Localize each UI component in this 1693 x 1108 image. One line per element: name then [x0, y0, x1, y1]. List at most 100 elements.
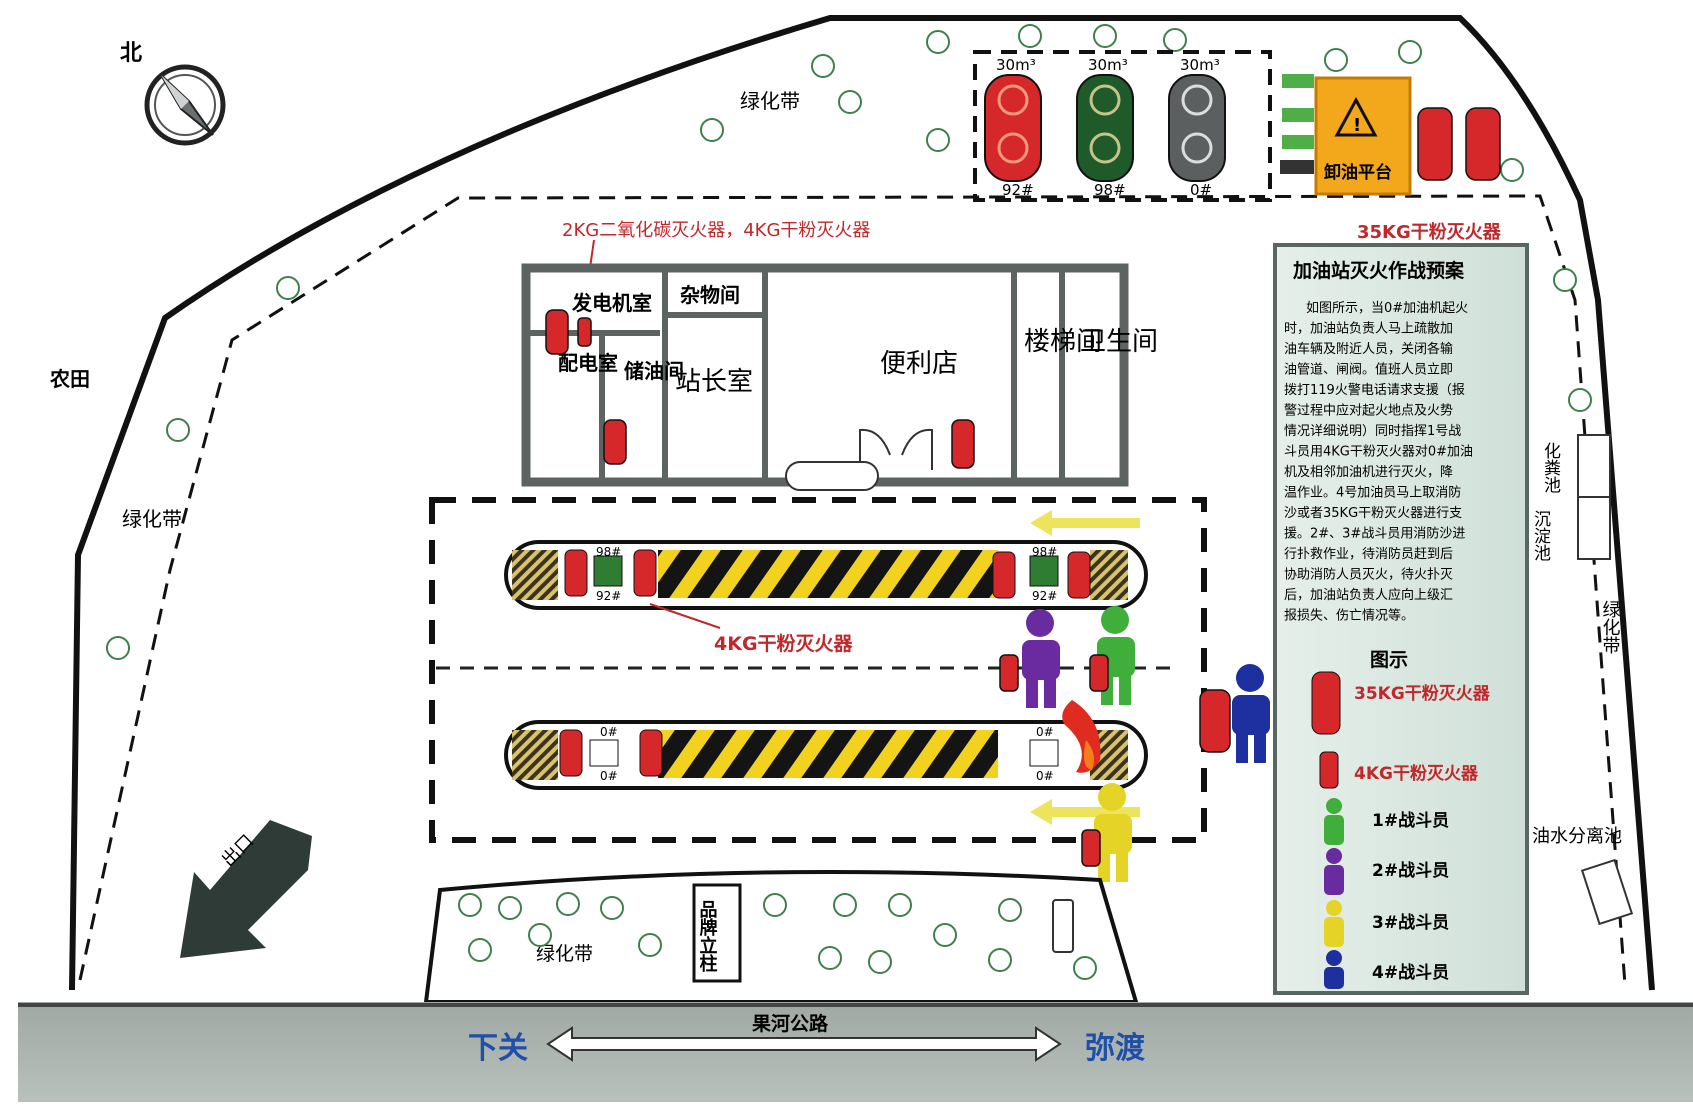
- island-extinguisher-note: 4KG干粉灭火器: [714, 632, 854, 655]
- firefighter-1-icon: [1097, 606, 1135, 705]
- greenbelt-top-label: 绿化带: [740, 89, 800, 113]
- tank-area: [973, 50, 1272, 202]
- pump-label-3: 98#: [1032, 545, 1057, 559]
- fire-plan-line: 报损失、伤亡情况等。: [1284, 608, 1414, 624]
- exit-arrow-icon: [180, 820, 312, 958]
- fire-plan-line: 温作业。4号加油员马上取消防: [1284, 485, 1461, 501]
- highway-name: 果河公路: [751, 1012, 829, 1035]
- legend-firefighter-4: 4#战斗员: [1324, 950, 1449, 989]
- septic-tank: [1577, 434, 1611, 498]
- generator-room: 发电机室: [571, 291, 652, 315]
- farmland-label: 农田: [49, 367, 90, 391]
- legend-firefighter-1: 1#战斗员: [1324, 798, 1449, 845]
- traffic-arrow-bottom: [1030, 799, 1140, 825]
- separator-label: 油水分离池: [1532, 826, 1622, 847]
- fire-plan-line: 警过程中应对起火地点及火势: [1284, 403, 1453, 419]
- fire-plan-title: 加油站灭火作战预案: [1292, 259, 1465, 282]
- pump-label-8: 0#: [1036, 769, 1054, 783]
- fire-plan-line: 后，加油站负责人应向上级汇: [1284, 587, 1453, 603]
- sediment-tank: [1577, 496, 1611, 560]
- site-boundary: [69, 15, 1655, 991]
- sediment-tank-label: 沉淀池: [1530, 510, 1551, 561]
- fire-plan-line: 沙或者35KG干粉灭火器进行支: [1284, 506, 1462, 521]
- fuel-island-bottom: 0# 0# 0# 0#: [504, 720, 1148, 790]
- legend-firefighter-3-label: 3#战斗员: [1372, 913, 1449, 933]
- legend-35kg-label: 35KG干粉灭火器: [1354, 683, 1491, 704]
- pump-label-1: 98#: [596, 545, 621, 559]
- legend-title: 图示: [1370, 649, 1408, 671]
- greenbelt-left-label: 绿化带: [122, 507, 182, 531]
- fire-plan-line: 如图所示，当0#加油机起火: [1306, 300, 1468, 316]
- septic-tank-label: 化粪池: [1540, 442, 1561, 493]
- pump-label-7: 0#: [1036, 725, 1054, 739]
- brand-pillar-label: 品牌立柱: [697, 900, 718, 972]
- unload-platform: [1314, 76, 1412, 196]
- fire-plan-line: 拨打119火警电话请求支援（报: [1284, 382, 1465, 398]
- road-left-destination: 下关: [468, 1031, 528, 1066]
- inner-boundary-dashed: [78, 194, 1627, 986]
- firefighter-2-icon: [1022, 609, 1060, 708]
- tank-92-grade: 92#: [1002, 181, 1034, 199]
- legend-35kg-extinguisher: 35KG干粉灭火器: [1311, 671, 1491, 735]
- warning-icon: !: [1334, 96, 1378, 137]
- tank-0-grade: 0#: [1190, 181, 1212, 199]
- fire-plan-line: 油车辆及附近人员，关闭各输: [1284, 341, 1453, 357]
- fire-plan-line: 机及相邻加油机进行灭火，降: [1284, 465, 1453, 480]
- tank-98-grade: 98#: [1094, 181, 1126, 199]
- tank-98-capacity: 30m³: [1088, 56, 1128, 74]
- distribution-room: 配电室: [558, 351, 618, 375]
- tank-0: 30m³ 0#: [1168, 56, 1226, 199]
- unload-pipes: [1280, 74, 1314, 174]
- legend-firefighter-3: 3#战斗员: [1324, 900, 1449, 947]
- oil-storage-room: 储油间: [624, 359, 684, 383]
- fire-plan-line: 协助消防人员灭火，待火扑灭: [1284, 567, 1453, 583]
- firefighter-3-icon: [1094, 783, 1132, 882]
- oil-water-separator: [1580, 858, 1634, 926]
- plant-icons: [106, 24, 1592, 660]
- tank-92-capacity: 30m³: [996, 56, 1036, 74]
- legend-firefighter-2-label: 2#战斗员: [1372, 861, 1449, 881]
- compass-icon: [144, 64, 226, 146]
- north-label: 北: [120, 41, 142, 66]
- legend-firefighter-1-label: 1#战斗员: [1372, 811, 1449, 831]
- fire-plan-panel: [1273, 243, 1529, 995]
- island-note-pointer: [649, 603, 721, 629]
- plant-icons-bottom: [458, 892, 1097, 980]
- svg-text:!: !: [1353, 115, 1361, 136]
- fire-plan-line: 情况详细说明）同时指挥1号战: [1284, 424, 1461, 439]
- fire-icon: [1062, 700, 1101, 773]
- manager-office: 站长室: [675, 367, 753, 397]
- firefighter-extinguishers: [999, 654, 1231, 867]
- stairwell: 楼梯间: [1024, 327, 1102, 357]
- forecourt: [429, 497, 1207, 843]
- fuel-island-top: 98# 92# 98# 92#: [504, 540, 1148, 610]
- traffic-arrow-top: [1030, 510, 1140, 536]
- fire-plan-line: 行扑救作业，待消防员赶到后: [1284, 546, 1453, 562]
- brand-pillar: [692, 883, 742, 983]
- greenbelt-bottom-label: 绿化带: [536, 943, 593, 965]
- unload-platform-label: 卸油平台: [1324, 162, 1392, 183]
- pump-label-4: 92#: [1032, 589, 1057, 603]
- restroom: 卫生间: [1080, 327, 1158, 357]
- building-walls: [530, 272, 1065, 478]
- highway: [18, 1002, 1693, 1102]
- fire-plan-line: 援。2#、3#战斗员用消防沙进: [1284, 526, 1465, 542]
- tank-98: 30m³ 98#: [1076, 56, 1134, 199]
- tank-92: 30m³ 92#: [984, 56, 1042, 199]
- greenbelt-right-label: 绿化带: [1600, 600, 1621, 654]
- generator-unit: [785, 461, 879, 491]
- entrance-door-icon: [859, 428, 933, 470]
- storage-room: 杂物间: [680, 283, 740, 307]
- building-extinguisher-note: 2KG二氧化碳灭火器，4KG干粉灭火器: [562, 220, 870, 241]
- legend-firefighter-4-label: 4#战斗员: [1372, 963, 1449, 983]
- road-right-destination: 弥渡: [1085, 1031, 1146, 1066]
- tank-0-capacity: 30m³: [1180, 56, 1220, 74]
- fire-plan-line: 油管道、闸阀。值班人员立即: [1284, 362, 1453, 378]
- direction-arrow-icon: [546, 1026, 1062, 1062]
- fire-plan-line: 时，加油站负责人马上疏散加: [1284, 322, 1453, 337]
- legend-firefighter-2: 2#战斗员: [1324, 848, 1449, 895]
- pump-label-2: 92#: [596, 589, 621, 603]
- pump-label-5: 0#: [600, 725, 618, 739]
- unload-extinguisher-note: 35KG干粉灭火器: [1357, 221, 1502, 243]
